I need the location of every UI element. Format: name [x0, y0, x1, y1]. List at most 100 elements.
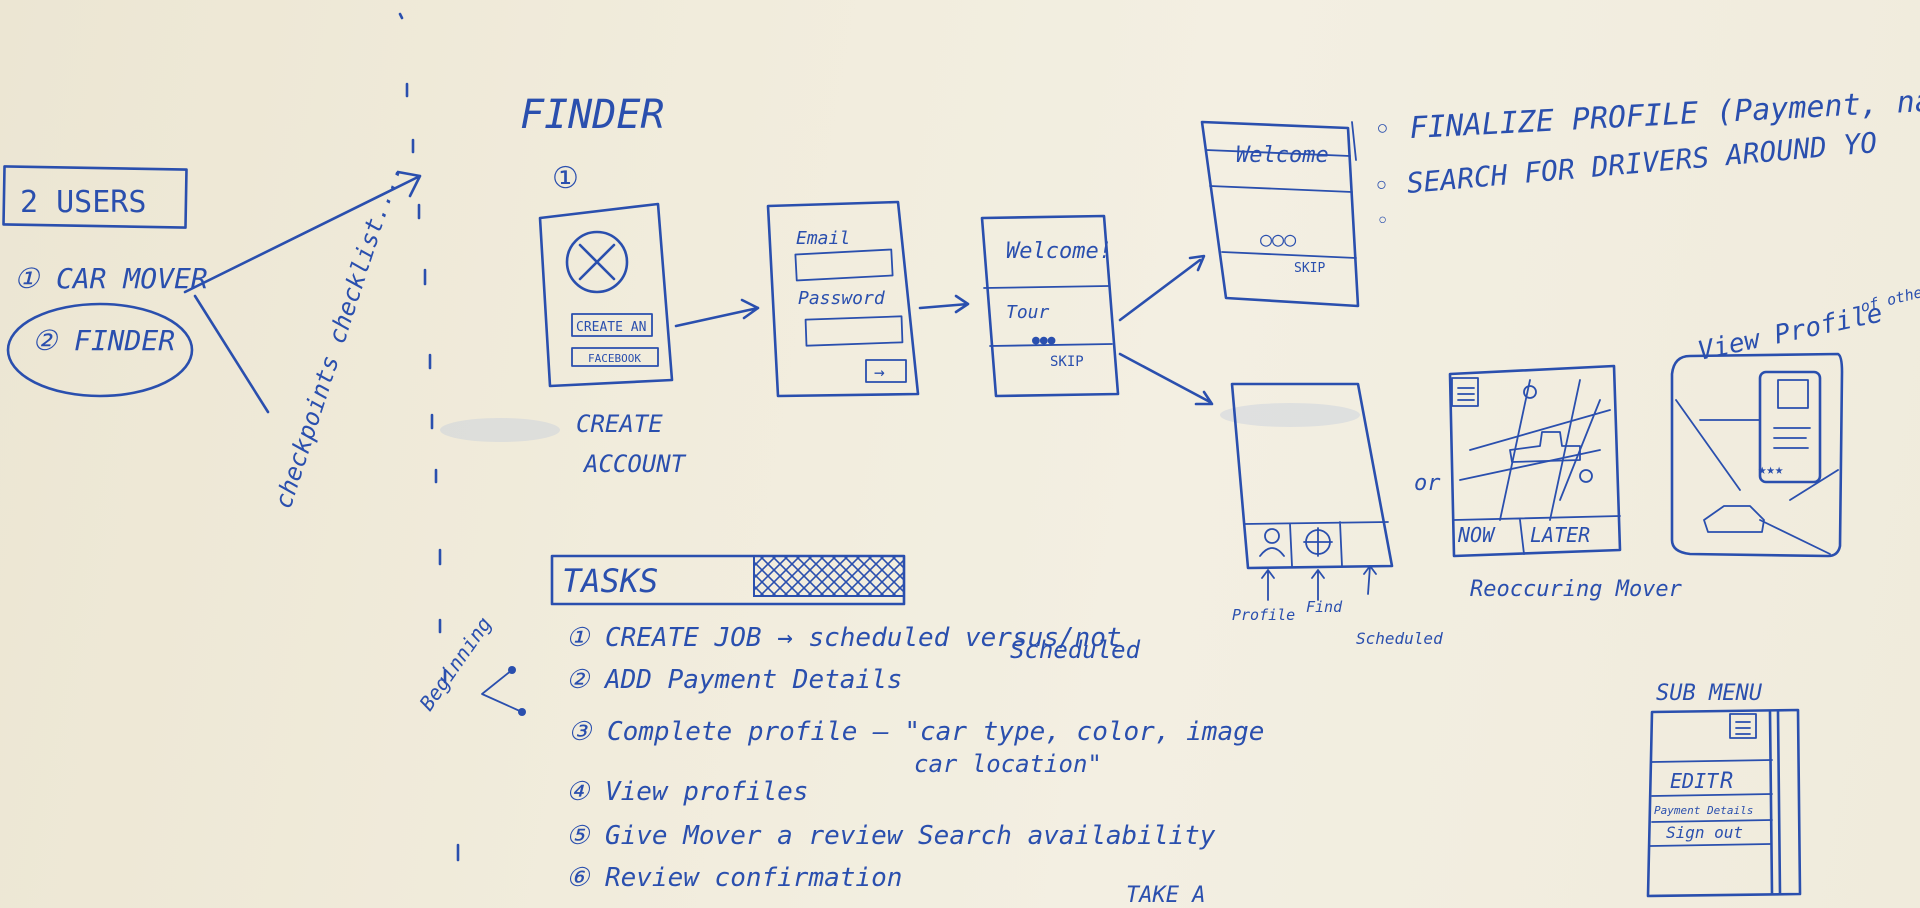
profile-card	[1758, 370, 1822, 484]
welcome-divider	[983, 285, 1113, 347]
task-item-2: ② ADD Payment Details	[566, 665, 902, 695]
arrow-to-main	[1118, 352, 1214, 406]
finder-flow: FINDER ① CREATE AN FACEBOOK CREATE ACCOU…	[520, 79, 1920, 898]
view-profile-caption-2: of others	[1859, 279, 1920, 316]
bracket-dot	[518, 708, 526, 716]
take-a-note: TAKE A	[1126, 883, 1205, 908]
login-screen	[766, 200, 920, 398]
tour-skip: SKIP	[1050, 354, 1084, 370]
profile-tab-label: Profile	[1232, 606, 1295, 624]
marker-smudge	[440, 418, 560, 442]
facebook-button-label: FACEBOOK	[588, 352, 641, 365]
find-tab-label: Find	[1306, 598, 1343, 616]
submenu-edit-icon: R	[1720, 769, 1733, 794]
map-menu-lines	[1457, 387, 1475, 401]
submenu-menu-lines	[1735, 721, 1751, 735]
profile-view-screen	[1670, 352, 1844, 558]
tour-dots: ●●●	[1032, 333, 1056, 348]
tasks-section: TASKS Beginning ① CREATE JOB → scheduled…	[414, 554, 1264, 908]
users-section: 2 USERS ① CAR MOVER ② FINDER checkpoints…	[2, 160, 422, 512]
welcome2-divider	[1205, 149, 1357, 259]
submenu-drawer-edge	[1768, 710, 1782, 896]
arrow-to-finder	[183, 170, 422, 294]
email-label: Email	[796, 228, 850, 249]
marker-smudge	[1220, 403, 1360, 427]
beginning-label: Beginning	[414, 612, 496, 715]
welcome2-skip: SKIP	[1294, 261, 1325, 276]
finder-circle	[6, 302, 194, 398]
user-finder: ② FINDER	[32, 324, 175, 357]
note-empty-bullet: ◦	[1376, 209, 1389, 234]
now-button-label: NOW	[1457, 523, 1496, 547]
welcome-screen	[1200, 120, 1360, 308]
logo-x-icon	[578, 243, 616, 281]
submenu-title: SUB MENU	[1656, 681, 1763, 706]
task-item-4: ④ View profiles	[566, 777, 808, 807]
finder-title: FINDER	[520, 92, 665, 138]
password-label: Password	[798, 288, 886, 309]
welcome-tour-screen	[980, 214, 1120, 398]
tasks-header: TASKS	[562, 562, 658, 600]
map-screen	[1448, 364, 1622, 558]
profile-avatar	[1777, 379, 1809, 409]
user-car-mover: ① CAR MOVER	[14, 262, 208, 295]
welcome2-dots: ○○○	[1260, 227, 1296, 251]
welcome-tour-title: Welcome!	[1006, 239, 1112, 264]
profile-tab-icon-body	[1259, 547, 1285, 557]
main-screen	[1230, 382, 1394, 570]
tab-pointer-arrows	[1261, 565, 1377, 601]
find-tab-crosshair	[1303, 527, 1333, 557]
main-tabbar	[1243, 521, 1389, 567]
arrow-to-welcome	[918, 294, 970, 314]
finder-step: ①	[552, 161, 579, 196]
submit-arrow-icon: →	[874, 362, 885, 383]
map-streets	[1459, 379, 1611, 521]
arrow-to-welcome2	[1118, 254, 1206, 322]
submenu-menu-icon	[1729, 713, 1757, 739]
task-item-3: ③ Complete profile — "car type, color, i…	[568, 717, 1264, 747]
create-account-button-label: CREATE AN	[576, 320, 646, 335]
later-button-label: LATER	[1530, 523, 1590, 547]
tasks-header-hatch	[753, 555, 905, 597]
profile-map-roads	[1675, 399, 1839, 555]
profile-card-lines	[1773, 427, 1811, 449]
checkpoints-note: checkpoints checklist....	[269, 160, 407, 512]
facebook-button-sketch	[571, 347, 659, 367]
create-account-caption-2: ACCOUNT	[582, 450, 687, 478]
welcome2-title: Welcome	[1236, 143, 1329, 168]
submenu-payment: Payment Details	[1654, 804, 1753, 817]
profile-tab-icon	[1264, 528, 1280, 544]
submenu-edit: EDIT	[1670, 769, 1720, 793]
submenu-screen	[1646, 708, 1802, 898]
scheduled-tab-label: Scheduled	[1356, 629, 1443, 648]
recurring-mover-label: Reoccuring Mover	[1470, 577, 1683, 602]
welcome2-bracket	[1351, 121, 1357, 161]
submenu-dividers	[1649, 759, 1773, 847]
tour-label: Tour	[1006, 302, 1050, 323]
logo-placeholder-circle	[565, 230, 629, 294]
submit-button-sketch	[865, 359, 907, 383]
create-account-button-sketch	[571, 313, 653, 337]
map-pin-icon	[1523, 385, 1537, 399]
create-account-caption-1: CREATE	[576, 410, 663, 438]
task-item-6: ⑥ Review confirmation	[566, 863, 902, 893]
bracket-dot	[508, 666, 516, 674]
profile-car-icon	[1703, 505, 1765, 533]
map-pin-icon	[1579, 469, 1593, 483]
submenu-signout: Sign out	[1666, 823, 1743, 842]
password-field-sketch	[804, 315, 904, 347]
task-item-3-cont: car location"	[914, 750, 1102, 778]
create-account-screen	[538, 202, 674, 388]
users-box	[2, 165, 188, 229]
map-menu-icon	[1451, 377, 1479, 407]
task-item-5: ⑤ Give Mover a review Search availabilit…	[566, 821, 1216, 851]
task-item-1: ① CREATE JOB → scheduled versus/not	[566, 623, 1122, 653]
section-divider	[398, 12, 460, 862]
task-item-1-cont: Scheduled	[1010, 636, 1141, 664]
map-action-divider	[1453, 515, 1621, 555]
or-label: or	[1414, 471, 1441, 496]
map-car-icon	[1509, 431, 1581, 463]
profile-rating-stars: ★★★	[1758, 462, 1784, 478]
beginning-bracket	[481, 669, 523, 713]
